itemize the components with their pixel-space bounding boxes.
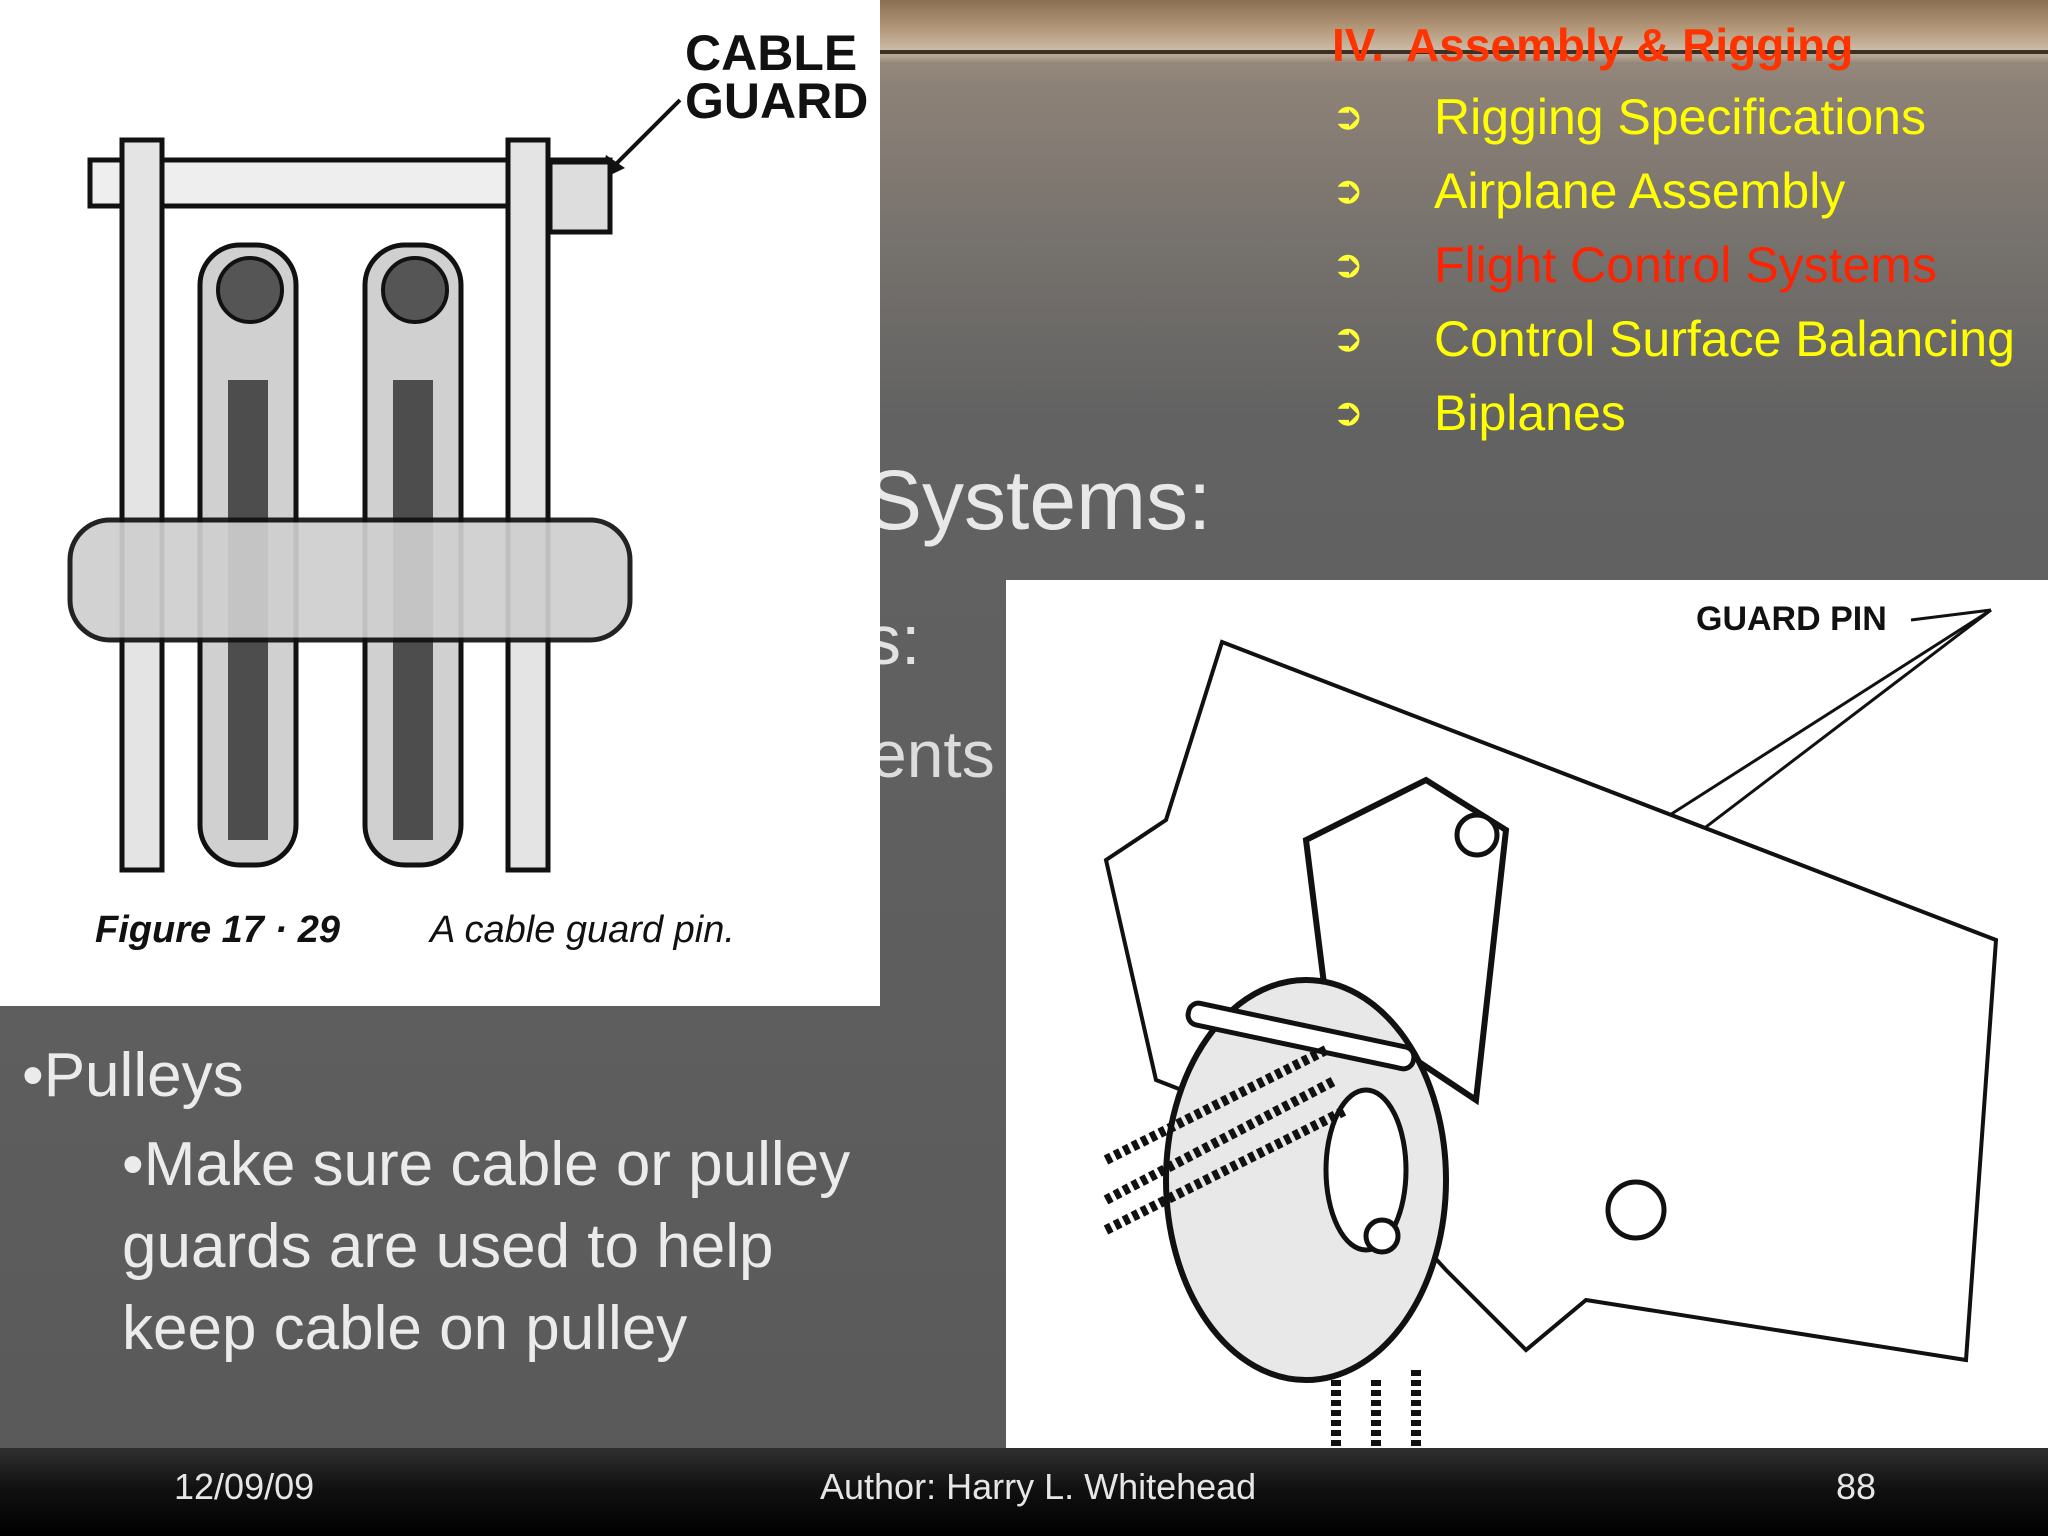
toc-item-label: Airplane Assembly (1434, 163, 1846, 219)
slide-heading: Systems: (866, 453, 1212, 547)
guard-pin-figure: GUARD PIN (1006, 580, 2048, 1464)
pulley-nut (1363, 1217, 1401, 1255)
guard-pin-drawing: GUARD PIN (1103, 600, 1999, 1464)
guard-pin (1185, 1000, 1417, 1072)
toc-item-label: Rigging Specifications (1434, 89, 1926, 145)
cable-guard-figure: CABLE GUARD Figure 17 · 29 A cable guard… (0, 0, 880, 1006)
cable-guard-callout: CABLE (685, 25, 857, 81)
figure-caption-text: A cable guard pin. (428, 909, 735, 951)
section-number: IV. (1332, 19, 1385, 71)
pulley-hub (1323, 1087, 1409, 1253)
footer-page-number: 88 (1836, 1466, 1877, 1507)
pulleys-bullet: •Pulleys (22, 1041, 244, 1110)
guard-pin-nut (547, 159, 613, 235)
bracket-bolt-right (1605, 1179, 1667, 1241)
arrow-bullet-icon: ➲ (1332, 170, 1364, 212)
header-divider (880, 50, 2048, 54)
callout-leader-line (608, 98, 682, 172)
section-title: IV. Assembly & Rigging (1332, 18, 1853, 72)
arrow-bullet-icon: ➲ (1332, 318, 1364, 360)
cable-guard-callout-line2: GUARD (685, 73, 868, 129)
arrow-bullet-icon: ➲ (1332, 96, 1364, 138)
bracket-right (505, 137, 551, 873)
slide-footer: 12/09/09 Author: Harry L. Whitehead 88 (0, 1448, 2048, 1536)
guard-pin-callout: GUARD PIN (1696, 600, 1887, 638)
section-title-text: Assembly & Rigging (1406, 19, 1854, 71)
bracket-bolt-top (1454, 812, 1500, 858)
slide-sub-bullet: ents (870, 717, 995, 791)
cable-strand (1103, 1105, 1349, 1235)
footer-date: 12/09/09 (174, 1466, 315, 1507)
cable-strand (1103, 1045, 1329, 1165)
pulleys-sub-bullet: •Make sure cable or pulley guards are us… (122, 1130, 851, 1363)
mounting-plate (1103, 639, 1999, 1363)
toc-item-label: Biplanes (1434, 385, 1626, 441)
figure-caption-number: Figure 17 · 29 (95, 909, 340, 951)
cable-left (216, 256, 284, 324)
arrow-bullet-icon: ➲ (1332, 244, 1364, 286)
cable-right (381, 256, 449, 324)
toc-item-label-active: Flight Control Systems (1434, 237, 1937, 293)
pulley-axle (67, 517, 633, 643)
footer-author: Author: Harry L. Whitehead (820, 1466, 1257, 1507)
pulley-wheel (1163, 977, 1449, 1383)
cable-guard-drawing: CABLE GUARD Figure 17 · 29 A cable guard… (67, 25, 868, 951)
toc-item-label: Control Surface Balancing (1434, 311, 2015, 367)
callout-leader (1910, 608, 1992, 622)
cable-strand (1103, 1075, 1339, 1205)
bracket-left (119, 137, 165, 873)
arrow-bullet-icon: ➲ (1332, 392, 1364, 434)
